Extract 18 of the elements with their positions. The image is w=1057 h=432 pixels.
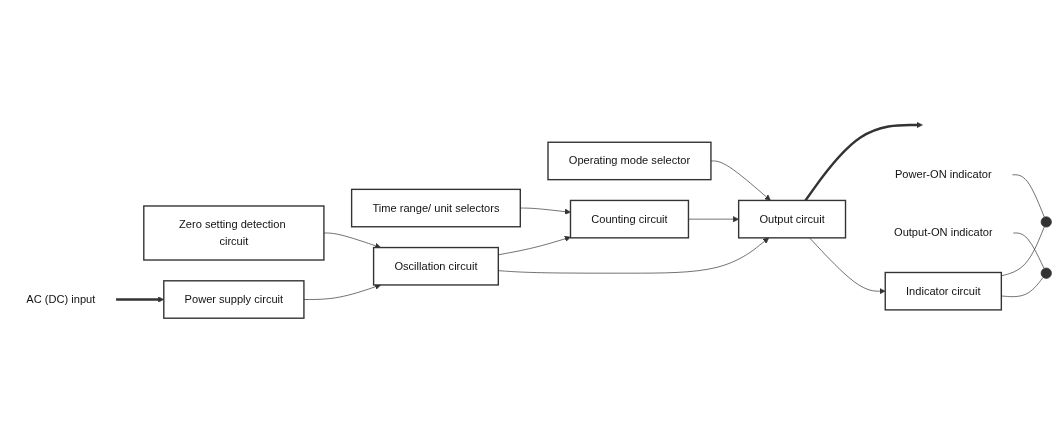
node-box: Power supply circuit: [163, 279, 305, 319]
node-box: Indicator circuit: [884, 271, 1003, 311]
node-box: Oscillation circuit: [372, 246, 499, 286]
node-box: Operating mode selector: [547, 141, 712, 180]
node-text: Output-ON indicator: [894, 226, 993, 239]
node-box: Counting circuit: [569, 199, 690, 239]
connector: [1012, 174, 1045, 218]
node-box: Zero setting detection circuit: [143, 204, 325, 261]
node-diode: [1040, 267, 1052, 279]
node-box: Output circuit: [737, 199, 847, 239]
node-box: Time range/ unit selectors: [350, 188, 521, 228]
connector: [1001, 276, 1044, 297]
arrow: [804, 121, 923, 201]
connector: [1013, 232, 1045, 269]
node-text: Power-ON indicator: [894, 168, 992, 180]
node-text: AC (DC) input: [26, 292, 96, 305]
node-diode: [1040, 216, 1052, 228]
connector: [1001, 226, 1045, 276]
